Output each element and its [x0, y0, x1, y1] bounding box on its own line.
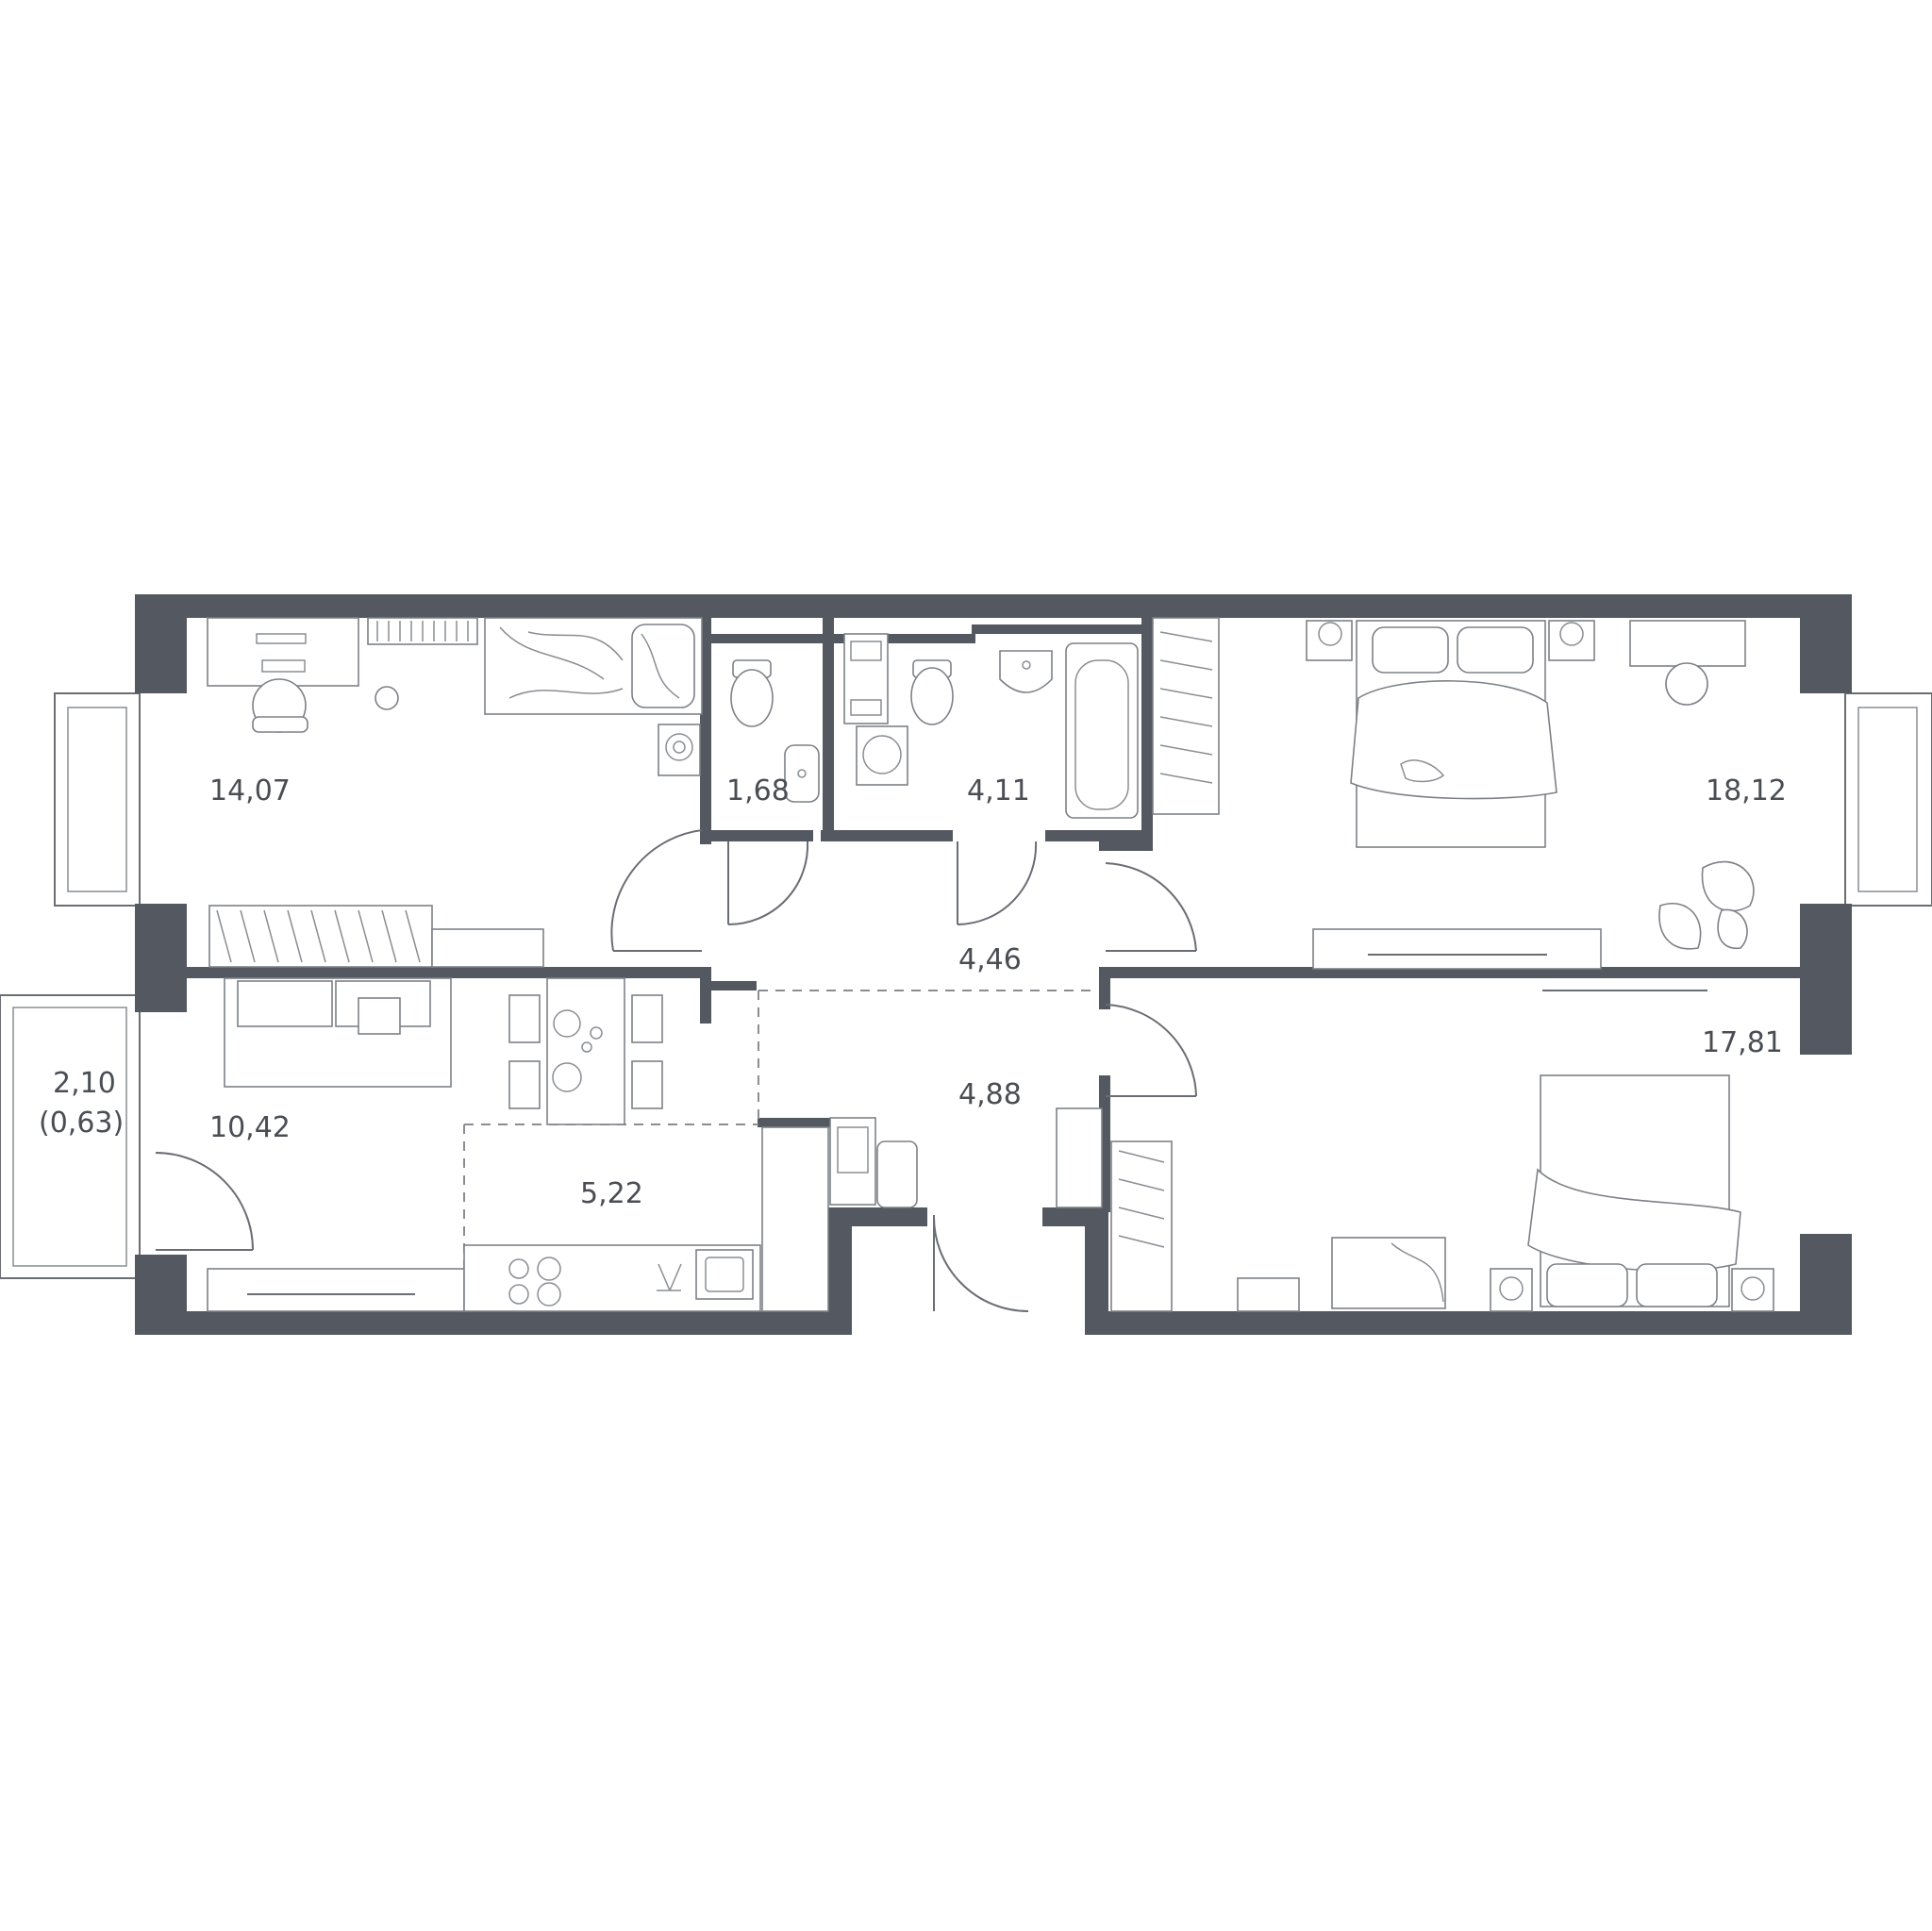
area-label-bedroom-right-bottom: 17,81 [1702, 1026, 1783, 1059]
desk [207, 617, 359, 733]
crib [1331, 1237, 1446, 1309]
hall-bench [876, 1140, 918, 1208]
stove-icon [508, 1257, 561, 1307]
inner-walls [187, 618, 1800, 1212]
wardrobe-right-top [1152, 617, 1220, 815]
kitchen-counter [463, 1126, 829, 1312]
area-label-balcony: 2,10 [53, 1067, 116, 1100]
single-bed-left [484, 617, 703, 715]
area-label-bathroom: 4,11 [967, 774, 1030, 807]
double-bed [1350, 620, 1557, 848]
balcony [0, 994, 141, 1279]
area-label-corridor: 4,88 [958, 1078, 1022, 1111]
nightstand-left [658, 724, 701, 776]
cat-icon [1400, 759, 1445, 783]
tv-stand-right [1312, 928, 1602, 970]
washer [856, 725, 908, 786]
kitchen-sink [695, 1249, 754, 1300]
area-label-wc: 1,68 [726, 774, 790, 807]
toilet-icon [730, 659, 774, 727]
sink-icon [999, 650, 1053, 693]
area-label-living: 10,42 [209, 1111, 291, 1144]
dining-table [508, 977, 663, 1125]
nightstand-right-b [1548, 620, 1595, 661]
sofa [224, 977, 452, 1088]
tv-stand-left [207, 1268, 465, 1312]
area-label-balcony-note: (0,63) [39, 1107, 124, 1140]
small-cabinet [1237, 1277, 1300, 1312]
wc-sink [784, 744, 820, 803]
bathtub-icon [1065, 642, 1139, 819]
washing-machine-icon [843, 633, 889, 724]
area-label-kitchen: 5,22 [580, 1177, 643, 1210]
left-window-bay [54, 692, 141, 907]
bath-toilet [910, 659, 954, 725]
wardrobe-left [208, 905, 544, 968]
bookshelf [367, 617, 478, 645]
bed-right-bottom [1527, 1074, 1741, 1307]
plant-icon [1658, 860, 1755, 950]
nightstand-right-a [1306, 620, 1353, 661]
area-label-hall: 4,46 [958, 943, 1022, 976]
area-label-bedroom-right-top: 18,12 [1706, 774, 1787, 807]
wardrobe-right-bottom [1056, 1107, 1173, 1312]
outer-walls [135, 594, 1852, 1335]
nightstand-bottom-a [1490, 1268, 1533, 1312]
right-window-bay [1844, 692, 1932, 907]
nightstand-bottom-b [1731, 1268, 1774, 1312]
dressing-table [1629, 620, 1746, 706]
fridge [829, 1117, 876, 1206]
doors [155, 829, 1197, 1312]
football-icon [375, 686, 399, 710]
area-label-bedroom-left: 14,07 [209, 774, 291, 807]
desk-lamp-icon [657, 1263, 682, 1291]
